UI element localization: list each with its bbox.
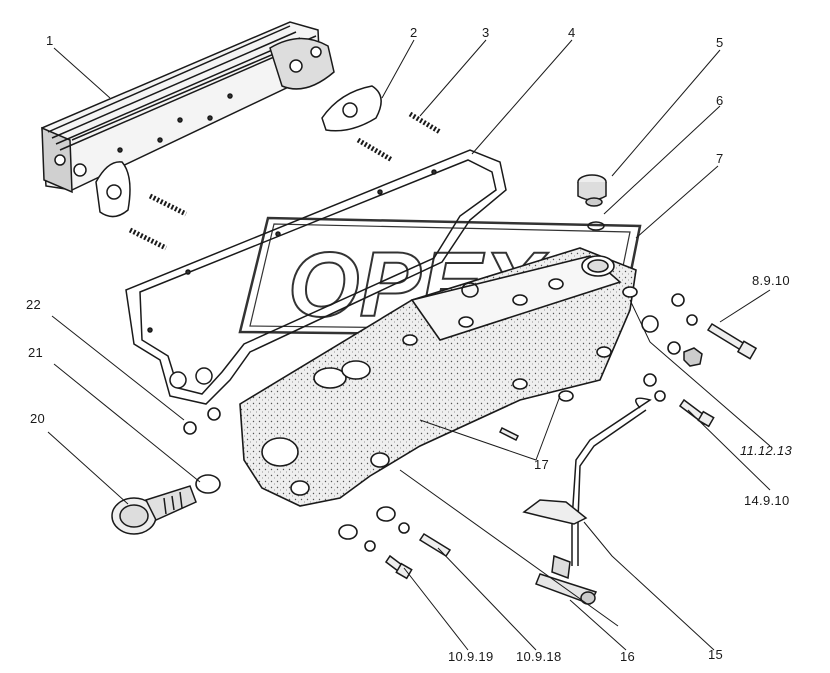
o-rings-and-washers (183, 282, 698, 552)
callout-7: 7 (716, 151, 724, 166)
callout-16: 16 (620, 649, 636, 664)
callout-11-12-13: 11.12.13 (740, 443, 793, 458)
callout-6: 6 (716, 93, 724, 108)
gasket-lower (95, 161, 131, 218)
oil-cooler-core (41, 21, 335, 194)
callout-1: 1 (46, 33, 54, 48)
callout-14-9-10: 14.9.10 (744, 493, 790, 508)
callout-22: 22 (26, 297, 42, 312)
o-ring-6 (587, 221, 605, 231)
callout-2: 2 (410, 25, 418, 40)
studs (128, 111, 442, 251)
leader-lines (47, 39, 771, 651)
drain-plug (577, 174, 607, 207)
callout-17: 17 (534, 457, 550, 472)
callout-15: 15 (708, 647, 724, 662)
bypass-valve-plug (111, 485, 197, 535)
callout-10-9-19: 10.9.19 (448, 649, 494, 664)
callout-21: 21 (28, 345, 44, 360)
callout-5: 5 (716, 35, 724, 50)
gasket-upper (321, 85, 382, 132)
callout-20: 20 (30, 411, 46, 426)
housing-gasket (125, 149, 507, 405)
oil-cooler-housing (239, 247, 638, 507)
hex-nut (683, 347, 703, 367)
bolts (384, 322, 758, 580)
callout-3: 3 (482, 25, 490, 40)
callout-8-9-10: 8.9.10 (752, 273, 790, 288)
callout-10-9-18: 10.9.18 (516, 649, 562, 664)
callout-4: 4 (568, 25, 576, 40)
